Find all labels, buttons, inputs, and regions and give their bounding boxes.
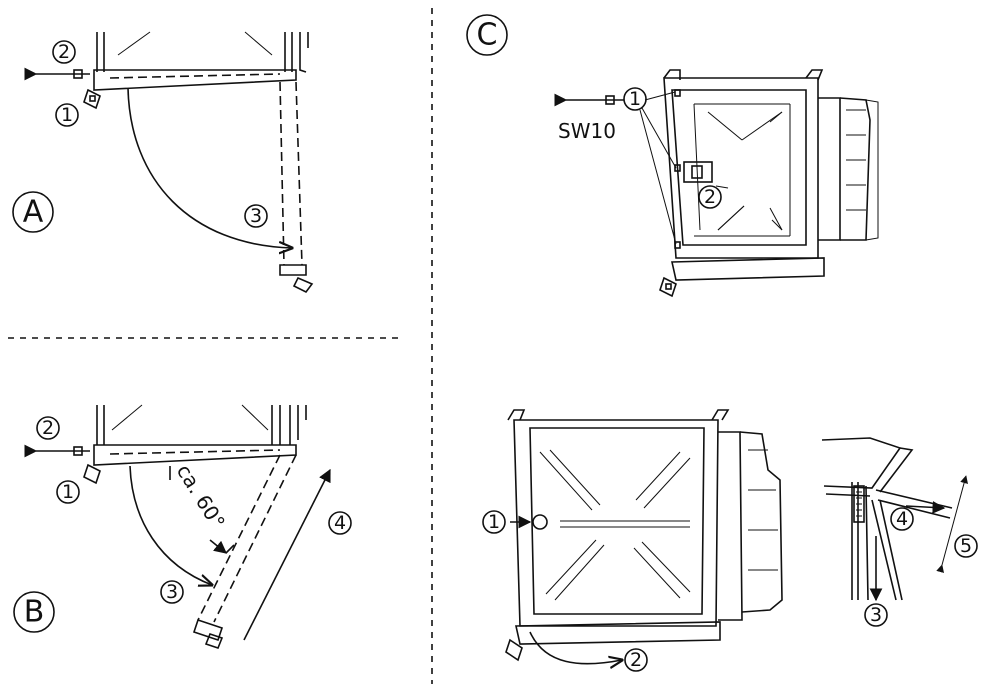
svg-text:1: 1 <box>62 481 74 503</box>
svg-text:2: 2 <box>42 417 54 439</box>
svg-text:3: 3 <box>870 604 882 626</box>
callout-d-1 <box>482 510 506 534</box>
panel-a-label <box>12 191 54 233</box>
svg-text:B: B <box>24 595 45 630</box>
callout-e-5 <box>954 534 978 558</box>
panel-b: ca. 60° 2 1 3 4 B <box>13 404 352 649</box>
panel-d: 1 2 <box>482 409 783 672</box>
callout-c-2 <box>698 185 722 209</box>
svg-text:1: 1 <box>629 88 641 110</box>
svg-text:2: 2 <box>704 186 716 208</box>
callout-e-3 <box>864 603 888 627</box>
svg-text:5: 5 <box>960 535 972 557</box>
svg-text:C: C <box>477 18 498 53</box>
panel-b-label <box>13 591 55 633</box>
svg-text:3: 3 <box>166 581 178 603</box>
svg-text:4: 4 <box>334 512 346 534</box>
svg-text:3: 3 <box>250 205 262 227</box>
svg-text:1: 1 <box>61 104 73 126</box>
callout-b-1 <box>56 480 80 504</box>
panel-c: C 1 2 SW10 <box>466 14 879 298</box>
tool-size-label: SW10 <box>558 119 616 143</box>
callout-a-3 <box>244 204 268 228</box>
svg-text:1: 1 <box>488 511 500 533</box>
callout-d-2 <box>624 648 648 672</box>
panel-a: 2 1 3 A <box>12 31 314 294</box>
callout-b-4 <box>328 511 352 535</box>
panel-c-label <box>466 14 508 56</box>
svg-text:4: 4 <box>896 508 908 530</box>
callout-b-2 <box>36 416 60 440</box>
callout-c-1 <box>623 87 647 111</box>
svg-text:2: 2 <box>58 41 70 63</box>
callout-a-1 <box>55 103 79 127</box>
callout-e-4 <box>890 507 914 531</box>
svg-text:2: 2 <box>630 649 642 671</box>
svg-text:A: A <box>23 195 44 230</box>
panel-e: 4 3 5 <box>821 437 978 627</box>
callout-a-2 <box>52 40 76 64</box>
svg-text:ca. 60°: ca. 60° <box>172 460 230 533</box>
callout-b-3 <box>160 580 184 604</box>
